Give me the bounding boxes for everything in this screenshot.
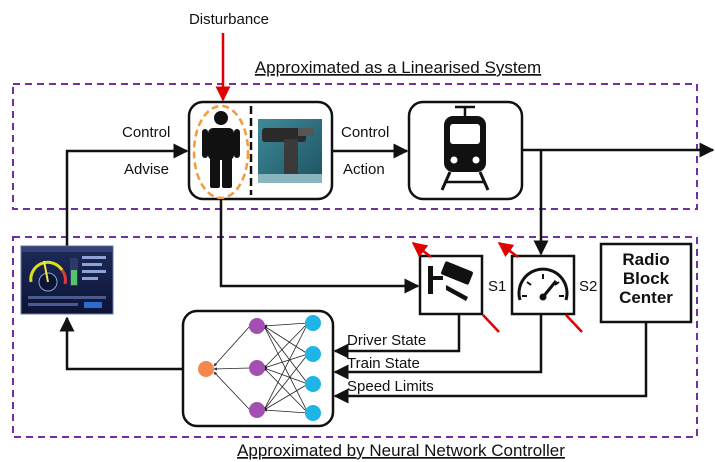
s1-attack-line-out <box>482 314 500 333</box>
nn-input-node <box>305 315 321 331</box>
s1-label: S1 <box>488 278 506 295</box>
nn-input-node <box>305 405 321 421</box>
camera-icon <box>428 261 473 301</box>
dashboard-screen <box>20 245 114 315</box>
neural-network-region <box>12 236 698 438</box>
nn-hidden-node <box>249 360 265 376</box>
rbc-label-line-1: Radio <box>622 250 669 269</box>
driver-state-arrow <box>333 314 461 359</box>
disturbance-label: Disturbance <box>189 11 269 28</box>
nn-to-dashboard-arrow <box>59 316 183 371</box>
person-icon <box>202 111 240 188</box>
speed-limits-arrow <box>333 322 648 404</box>
bottom-region-title: Approximated by Neural Network Controlle… <box>237 441 565 460</box>
linearised-system-region <box>12 83 698 210</box>
advise-arrow <box>65 143 189 246</box>
train-icon <box>440 105 490 191</box>
radio-block-center <box>599 242 693 324</box>
driver-outline <box>192 104 250 200</box>
rbc-label-line-2: Block <box>623 269 670 288</box>
train-state-label: Train State <box>347 355 420 372</box>
speed-limits-label: Speed Limits <box>347 378 434 395</box>
nn-output-node <box>198 361 214 377</box>
control-advise-label-1: Control <box>122 124 170 141</box>
control-advise-label-2: Advise <box>124 161 169 178</box>
driver-to-s1-arrow <box>219 199 420 294</box>
train-state-arrow <box>333 314 543 380</box>
s2-attack-arrow-in <box>497 241 519 259</box>
s1-attack-arrow-in <box>411 242 432 258</box>
driver-state-label: Driver State <box>347 332 426 349</box>
s2-attack-line-out <box>565 314 583 333</box>
nn-input-node <box>305 346 321 362</box>
s2-speedometer-sensor <box>510 254 576 316</box>
control-action-label-2: Action <box>343 161 385 178</box>
nn-hidden-node <box>249 402 265 418</box>
brake-lever-image <box>258 119 322 183</box>
nn-input-node <box>305 376 321 392</box>
top-region-title: Approximated as a Linearised System <box>255 58 541 77</box>
nn-hidden-node <box>249 318 265 334</box>
control-action-label-1: Control <box>341 124 389 141</box>
rbc-label-line-3: Center <box>619 288 673 307</box>
speedometer-icon <box>517 267 569 301</box>
s2-label: S2 <box>579 278 597 295</box>
neural-network-icon <box>213 322 309 414</box>
